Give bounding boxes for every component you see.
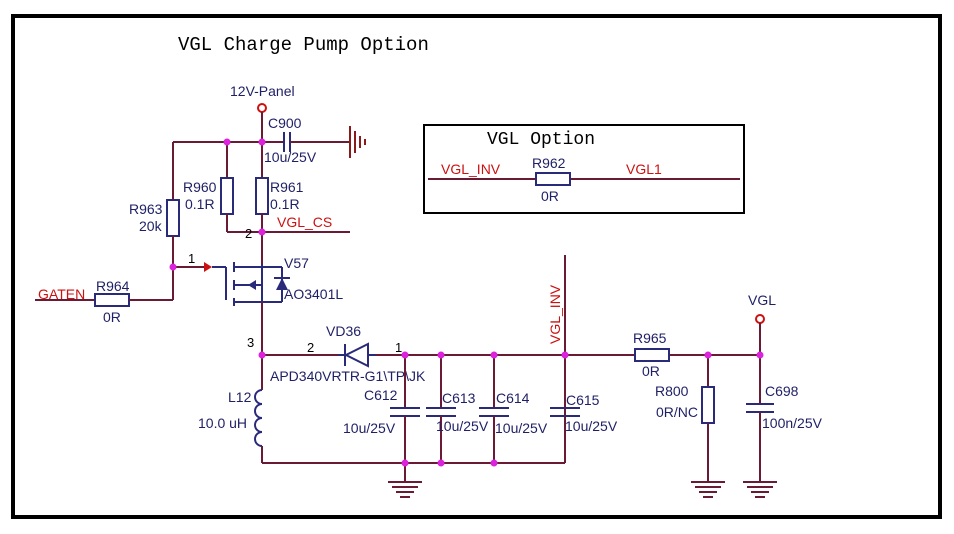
v57-value: AO3401L (284, 286, 343, 302)
r962-value: 0R (541, 188, 559, 204)
panel-power-label: 12V-Panel (230, 83, 295, 99)
r965-value: 0R (642, 363, 660, 379)
vgl-option-net-in: VGL_INV (441, 161, 501, 177)
r963-ref: R963 (129, 201, 163, 217)
r961-value: 0.1R (270, 196, 300, 212)
r960-ref: R960 (183, 179, 217, 195)
vgl-option-title: VGL Option (487, 130, 595, 150)
r964-ref: R964 (96, 278, 130, 294)
panel-power-symbol (257, 103, 267, 113)
vgl-option-net-out: VGL1 (626, 161, 662, 177)
r963-resistor (166, 199, 180, 237)
r962-ref: R962 (532, 155, 566, 171)
ground-symbol-caps (388, 481, 422, 498)
r800-value: 0R/NC (656, 404, 698, 420)
vd36-anode-pin: 2 (307, 340, 314, 355)
r965-ref: R965 (633, 330, 667, 346)
r961-resistor (255, 177, 269, 215)
vd36-ref: VD36 (326, 323, 361, 339)
ground-symbol-c698 (743, 481, 777, 498)
r965-resistor (634, 348, 670, 362)
l12-ref: L12 (228, 389, 252, 405)
ground-symbol-r800 (691, 481, 725, 498)
c614-value: 10u/25V (495, 420, 548, 436)
r963-value: 20k (139, 218, 163, 234)
gaten-net-label: GATEN (38, 286, 85, 302)
r800-ref: R800 (655, 383, 689, 399)
v57-gate-pin: 1 (188, 251, 195, 266)
c615-capacitor (550, 407, 580, 417)
junction-dots (169, 138, 764, 467)
c613-ref: C613 (442, 390, 476, 406)
c615-value: 10u/25V (565, 418, 618, 434)
c613-value: 10u/25V (436, 418, 489, 434)
r960-value: 0.1R (185, 196, 215, 212)
v57-ref: V57 (284, 255, 309, 271)
r964-value: 0R (103, 309, 121, 325)
c612-ref: C612 (364, 387, 398, 403)
c614-capacitor (479, 355, 509, 463)
c698-value: 100n/25V (762, 415, 823, 431)
c900-value: 10u/25V (264, 149, 317, 165)
vgl-cs-net-label: VGL_CS (277, 214, 332, 230)
c900-ref: C900 (268, 115, 302, 131)
c698-ref: C698 (765, 383, 799, 399)
v57-mosfet (212, 262, 290, 306)
r800-resistor (701, 386, 715, 424)
vgl-inv-net-label: VGL_INV (547, 284, 563, 344)
v57-source-pin: 3 (247, 335, 254, 350)
c612-value: 10u/25V (343, 420, 396, 436)
vgl-power-label: VGL (748, 292, 776, 308)
vgl-option-box: VGL Option VGL_INV R962 0R VGL1 (423, 124, 745, 214)
vd36-value: APD340VRTR-G1\TP\JK (270, 368, 426, 384)
vd36-diode (338, 342, 376, 368)
schematic-title: VGL Charge Pump Option (178, 34, 429, 56)
c614-ref: C614 (496, 390, 530, 406)
r962-resistor (535, 172, 571, 186)
l12-value: 10.0 uH (198, 415, 247, 431)
v57-drain-pin: 2 (245, 226, 252, 241)
vd36-cathode-pin: 1 (395, 340, 402, 355)
vgl-power-symbol (755, 314, 765, 324)
sheet-frame (11, 14, 942, 519)
c615-ref: C615 (566, 392, 600, 408)
l12-inductor (254, 389, 263, 447)
ground-symbol-c900 (349, 126, 366, 158)
c613-capacitor (426, 355, 456, 463)
c612-capacitor (390, 355, 420, 463)
r961-ref: R961 (270, 179, 304, 195)
r960-resistor (220, 177, 234, 215)
c698-capacitor (746, 403, 774, 413)
r964-resistor (94, 293, 130, 307)
